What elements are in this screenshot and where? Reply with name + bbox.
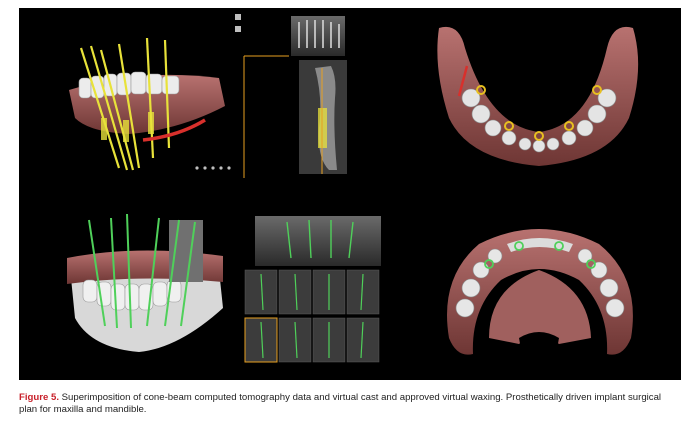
figure-image (19, 8, 681, 380)
figure-composite (67, 14, 639, 363)
mandible-implant-view (69, 37, 231, 171)
cbct-slice-view (235, 14, 347, 178)
maxilla-implant-view (67, 213, 223, 352)
figure-caption-text: Superimposition of cone-beam computed to… (19, 392, 662, 415)
figure-label: Figure 5. (19, 392, 59, 403)
mandible-occlusal-view (437, 26, 639, 166)
cbct-slice-grid (244, 216, 381, 363)
maxilla-occlusal-view (447, 229, 633, 360)
figure-caption: Figure 5. Superimposition of cone-beam c… (19, 392, 681, 416)
